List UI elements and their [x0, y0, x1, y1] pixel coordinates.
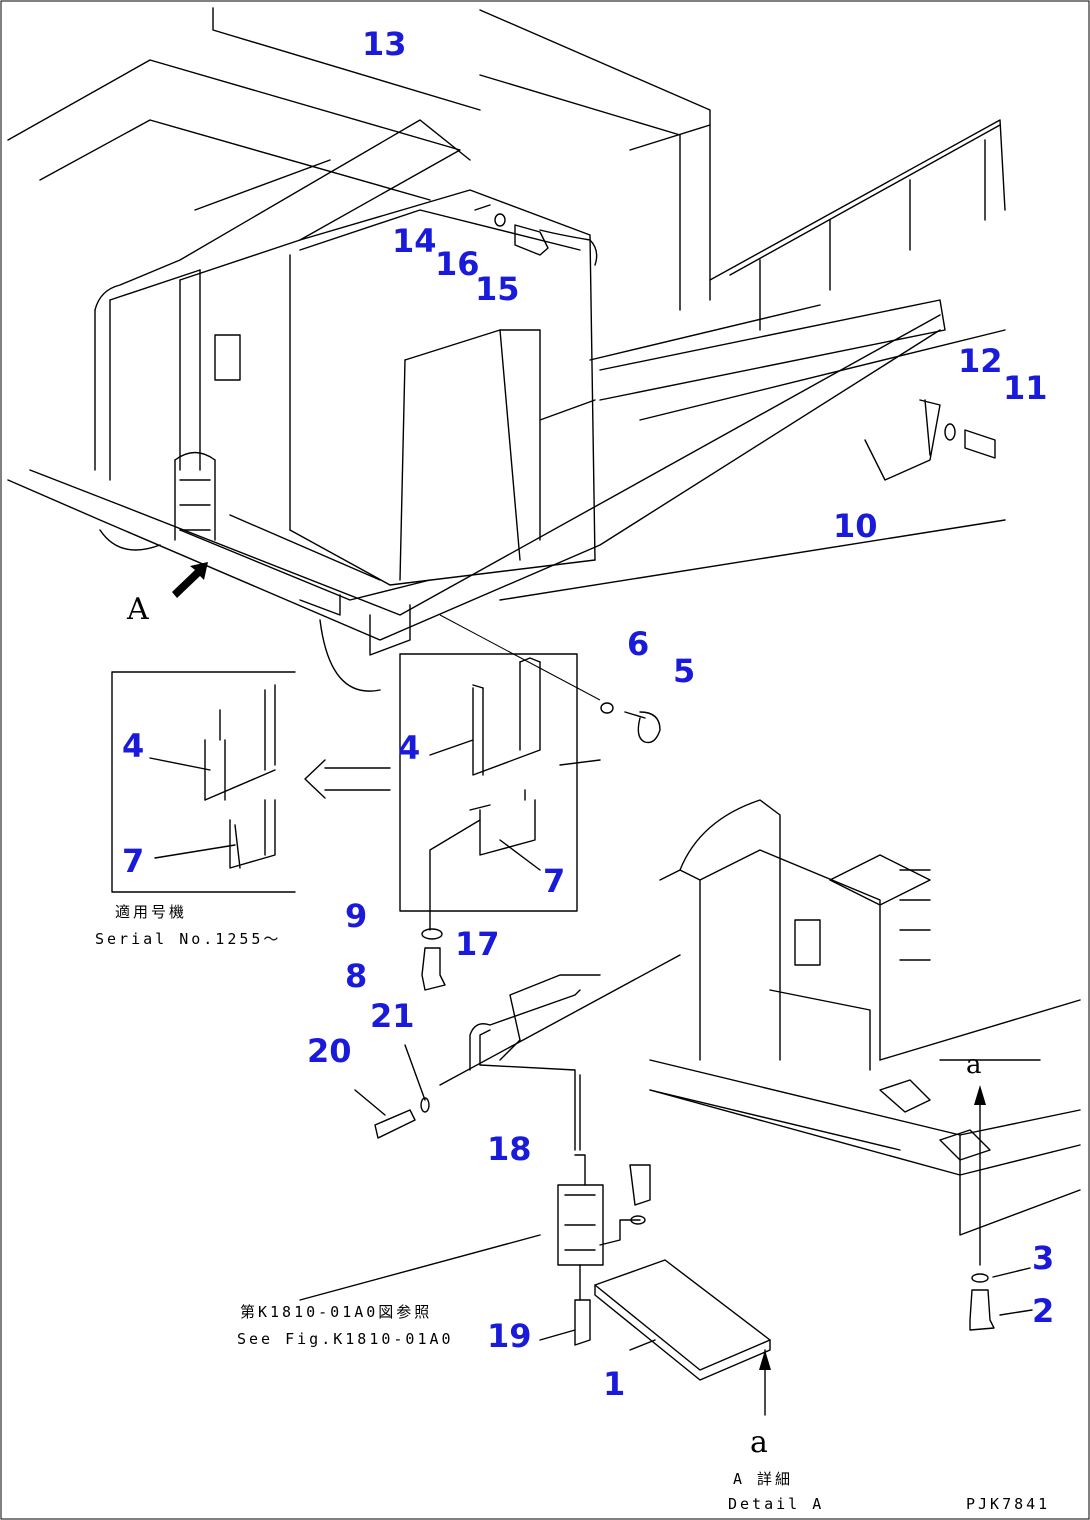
callout-19: 19: [487, 1317, 532, 1355]
detail-label-jp: A 詳細: [733, 1470, 794, 1488]
ladder-detail-box: [399, 653, 601, 931]
callout-4-variant: 4: [122, 727, 145, 765]
callout-7: 7: [543, 862, 566, 900]
callout-20: 20: [307, 1032, 352, 1070]
serial-variant-box: [111, 671, 296, 893]
reference-note-jp: 第K1810-01A0図参照: [240, 1303, 433, 1321]
detail-label-en: Detail A: [728, 1495, 825, 1513]
callout-5: 5: [673, 652, 696, 690]
view-arrow-icon: [172, 562, 208, 598]
callout-2: 2: [1032, 1292, 1055, 1330]
callout-4: 4: [398, 729, 421, 767]
callout-14: 14: [392, 222, 437, 260]
left-arrow-icon: [304, 759, 391, 799]
callout-12: 12: [958, 342, 1003, 380]
machine-upper-structure: [7, 7, 1006, 701]
section-marker-bottom: a: [750, 1425, 768, 1460]
callout-18: 18: [487, 1130, 532, 1168]
section-marker-top: a: [966, 1050, 982, 1080]
callout-9: 9: [345, 897, 368, 935]
callout-13: 13: [362, 25, 407, 63]
callout-6: 6: [627, 625, 650, 663]
serial-note-en: Serial No.1255～: [95, 930, 282, 948]
callout-15: 15: [475, 270, 520, 308]
up-arrow-icon: [974, 1085, 986, 1105]
up-arrow-icon: [759, 1350, 771, 1370]
machine-lower-view: [649, 799, 1081, 1236]
view-marker-a: A: [127, 592, 149, 627]
callout-11: 11: [1003, 369, 1048, 407]
handrail-part: [439, 954, 681, 1151]
callout-3: 3: [1032, 1239, 1055, 1277]
callout-17: 17: [455, 925, 500, 963]
drawing-code: PJK7841: [966, 1495, 1051, 1513]
callout-7-variant: 7: [122, 842, 145, 880]
callout-8: 8: [345, 957, 368, 995]
callout-21: 21: [370, 997, 415, 1035]
callout-10: 10: [833, 507, 878, 545]
reference-note-en: See Fig.K1810-01A0: [237, 1330, 454, 1348]
serial-note-jp: 適用号機: [115, 903, 188, 921]
ladder-assembly: [299, 1154, 771, 1381]
callout-16: 16: [435, 245, 480, 283]
callout-1: 1: [603, 1365, 626, 1403]
